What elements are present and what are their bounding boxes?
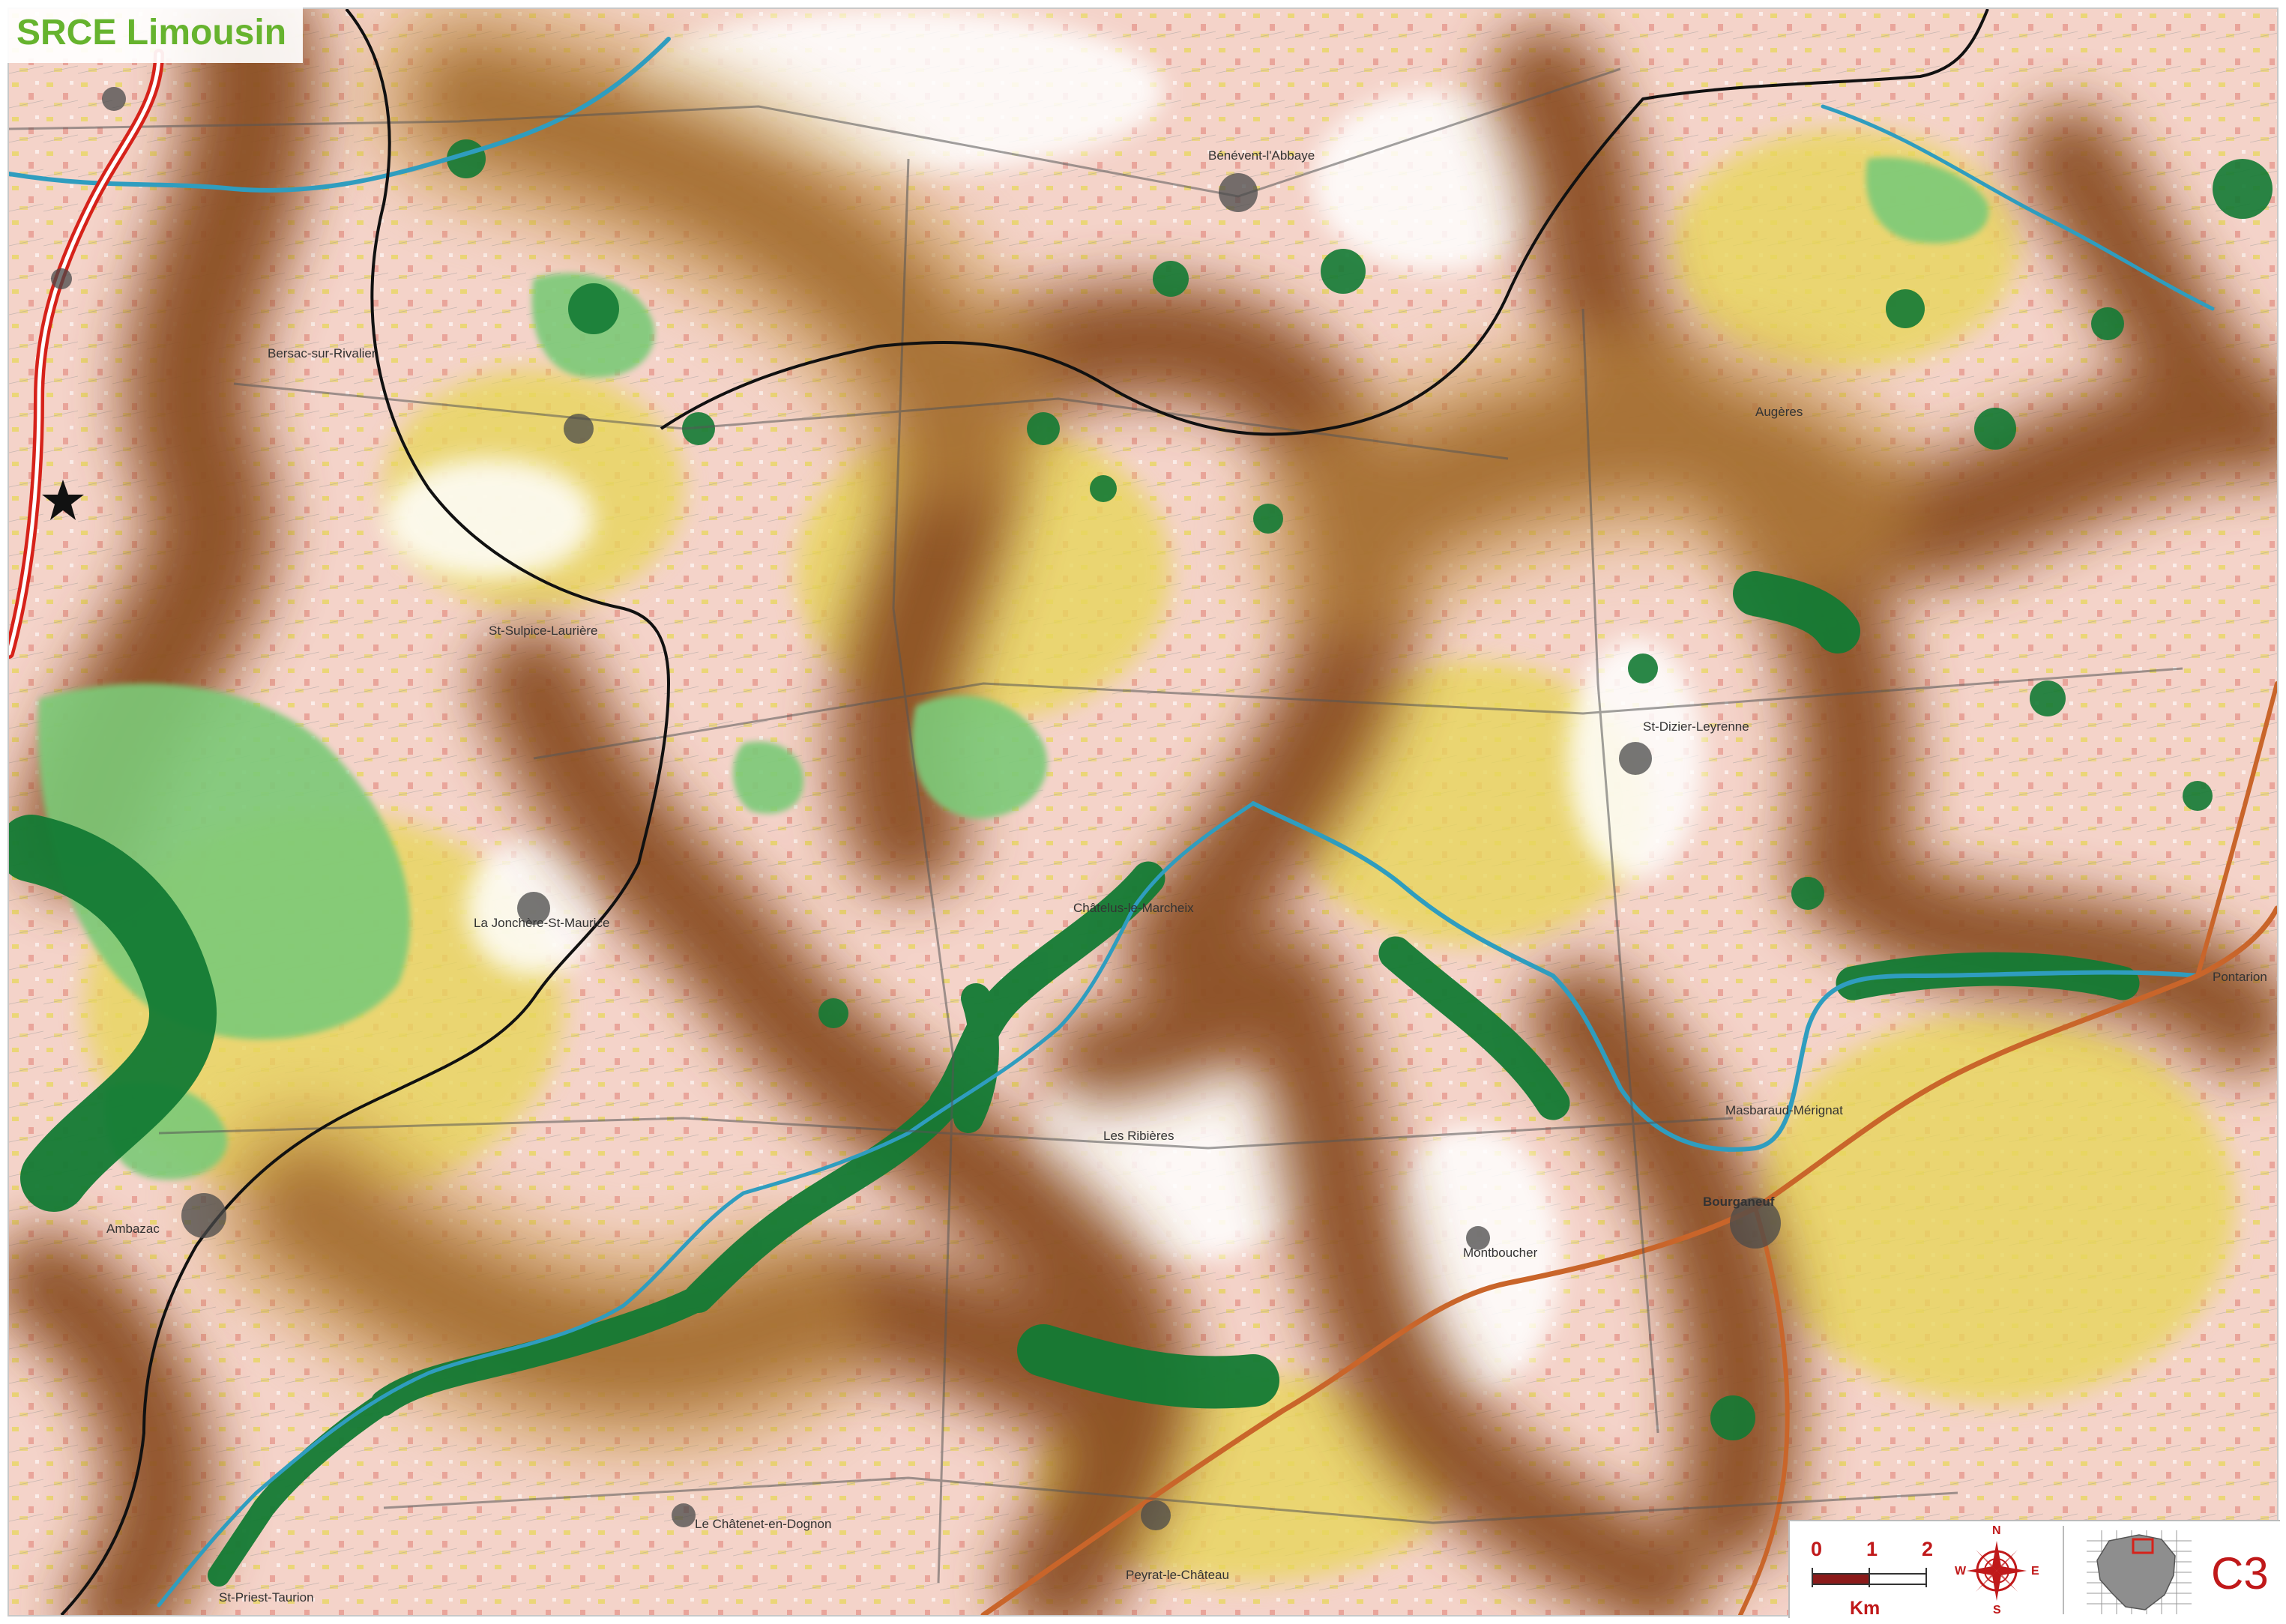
compass-south: S	[1993, 1604, 2001, 1617]
rivers	[7, 37, 2215, 1608]
place-label: Montboucher	[1463, 1246, 1538, 1260]
locator-map	[2087, 1530, 2192, 1614]
divider	[2063, 1526, 2064, 1614]
title-box: SRCE Limousin	[7, 7, 304, 63]
roads-grey	[8, 67, 2183, 1584]
compass-west: W	[1955, 1565, 1967, 1578]
scale-label-0: 0	[1811, 1538, 1823, 1560]
forest-spots	[447, 139, 2273, 1440]
sheet-locator	[2132, 1538, 2154, 1554]
place-label: St-Sulpice-Laurière	[489, 624, 598, 638]
towns	[51, 87, 1781, 1530]
roads-orange	[980, 681, 2280, 1618]
railways	[60, 7, 1989, 1617]
place-label: Augères	[1755, 405, 1803, 419]
motorway	[4, 49, 164, 659]
place-label: Le Châtenet-en-Dognon	[695, 1517, 832, 1531]
place-label: Peyrat-le-Château	[1126, 1568, 1229, 1582]
forest-dark	[0, 571, 2140, 1587]
star-marker	[42, 480, 84, 520]
sheet-id: C3	[2211, 1548, 2269, 1599]
region-outline	[2096, 1534, 2176, 1611]
corridor-halo	[196, 0, 1920, 1467]
scale-label-2: 2	[1922, 1538, 1934, 1560]
place-label: Les Ribières	[1103, 1129, 1174, 1143]
place-label: Bénévent-l'Abbaye	[1208, 148, 1315, 163]
place-label: St-Priest-Taurion	[219, 1590, 314, 1605]
scale-unit: Km	[1850, 1598, 1881, 1619]
compass-east: E	[2031, 1565, 2039, 1578]
place-label: Châtelus-le-Marcheix	[1073, 901, 1194, 915]
place-label: Bersac-sur-Rivalier	[268, 346, 376, 360]
place-label: Pontarion	[2213, 970, 2267, 984]
map-title: SRCE Limousin	[16, 13, 287, 52]
scale-label-1: 1	[1866, 1538, 1878, 1560]
place-label: Bourganeuf	[1703, 1195, 1775, 1209]
compass-north: N	[1992, 1524, 2001, 1537]
place-label: Masbaraud-Mérignat	[1725, 1103, 1843, 1117]
place-label: St-Dizier-Leyrenne	[1643, 719, 1749, 734]
compass-rose-icon: N S W E	[1953, 1524, 2040, 1617]
place-label: La Jonchère-St-Maurice	[474, 916, 610, 930]
place-label: Ambazac	[106, 1222, 160, 1236]
legend-panel: 0 1 2 Km N S W E	[1788, 1520, 2280, 1619]
scale-bar	[1812, 1568, 1927, 1587]
